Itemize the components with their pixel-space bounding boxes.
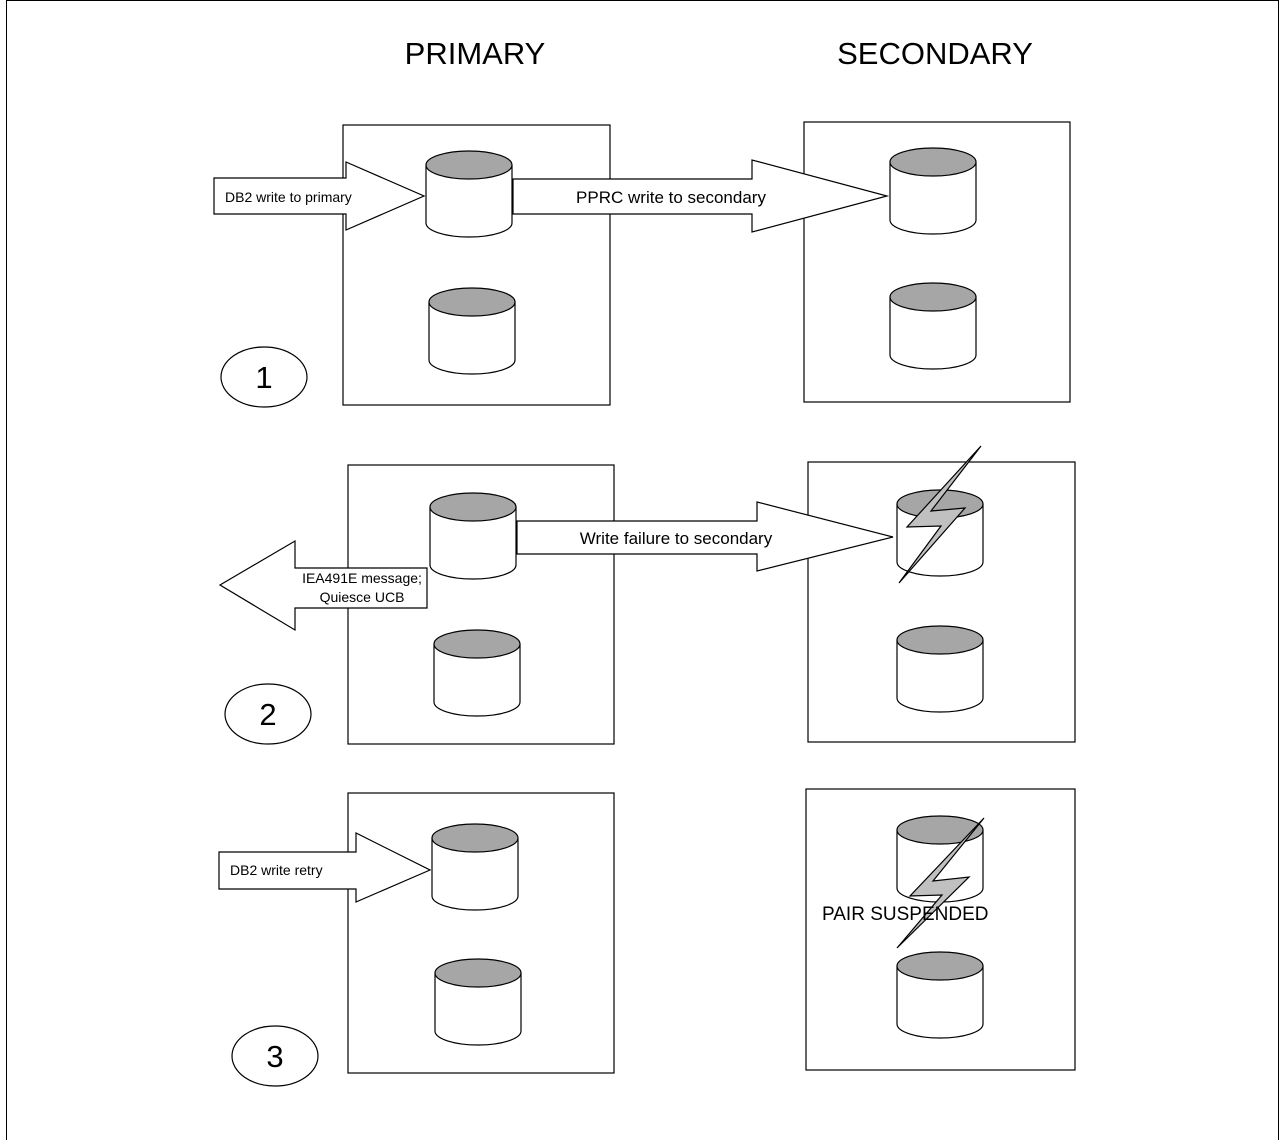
step-2-badge xyxy=(224,683,312,745)
secondary-storage-box-1 xyxy=(803,121,1071,403)
step-1-badge xyxy=(220,346,308,408)
secondary-header: SECONDARY xyxy=(837,36,1033,71)
step-3-badge xyxy=(231,1025,319,1087)
pprc-write-secondary-label: PPRC write to secondary xyxy=(576,188,766,207)
step-1-label: 1 xyxy=(255,360,272,395)
disk-cylinder-icon xyxy=(429,492,517,580)
disk-cylinder-icon xyxy=(896,625,984,713)
primary-storage-box-1 xyxy=(342,124,611,406)
primary-header: PRIMARY xyxy=(405,36,546,71)
disk-cylinder-icon xyxy=(889,147,977,235)
db2-write-retry-arrow xyxy=(218,832,432,903)
disk-cylinder-icon xyxy=(431,823,519,911)
disk-cylinder-icon xyxy=(433,629,521,717)
db2-write-primary-arrow xyxy=(213,161,426,231)
lightning-bolt-icon xyxy=(896,817,985,949)
pair-suspended-status: PAIR SUSPENDED xyxy=(822,904,988,925)
db2-write-retry-label: DB2 write retry xyxy=(230,862,323,878)
primary-storage-box-3 xyxy=(347,792,615,1074)
diagram-frame xyxy=(6,0,1279,1140)
write-failure-secondary-arrow xyxy=(516,501,894,572)
write-failure-secondary-label: Write failure to secondary xyxy=(580,529,773,548)
disk-cylinder-icon xyxy=(425,150,513,238)
iea491e-message-arrow xyxy=(218,539,428,632)
disk-cylinder-icon xyxy=(889,282,977,370)
secondary-storage-box-2 xyxy=(807,461,1076,743)
lightning-bolt-icon xyxy=(898,445,982,584)
db2-write-primary-label: DB2 write to primary xyxy=(225,189,352,205)
disk-cylinder-icon xyxy=(434,958,522,1046)
pprc-write-secondary-arrow xyxy=(512,159,890,233)
disk-cylinder-icon xyxy=(428,287,516,375)
iea491e-message-line1: IEA491E message; xyxy=(302,570,422,586)
disk-cylinder-icon xyxy=(896,951,984,1039)
step-2-label: 2 xyxy=(259,697,276,732)
iea491e-message-line2: Quiesce UCB xyxy=(320,589,405,605)
secondary-storage-box-3 xyxy=(805,788,1076,1071)
step-3-label: 3 xyxy=(266,1039,283,1074)
